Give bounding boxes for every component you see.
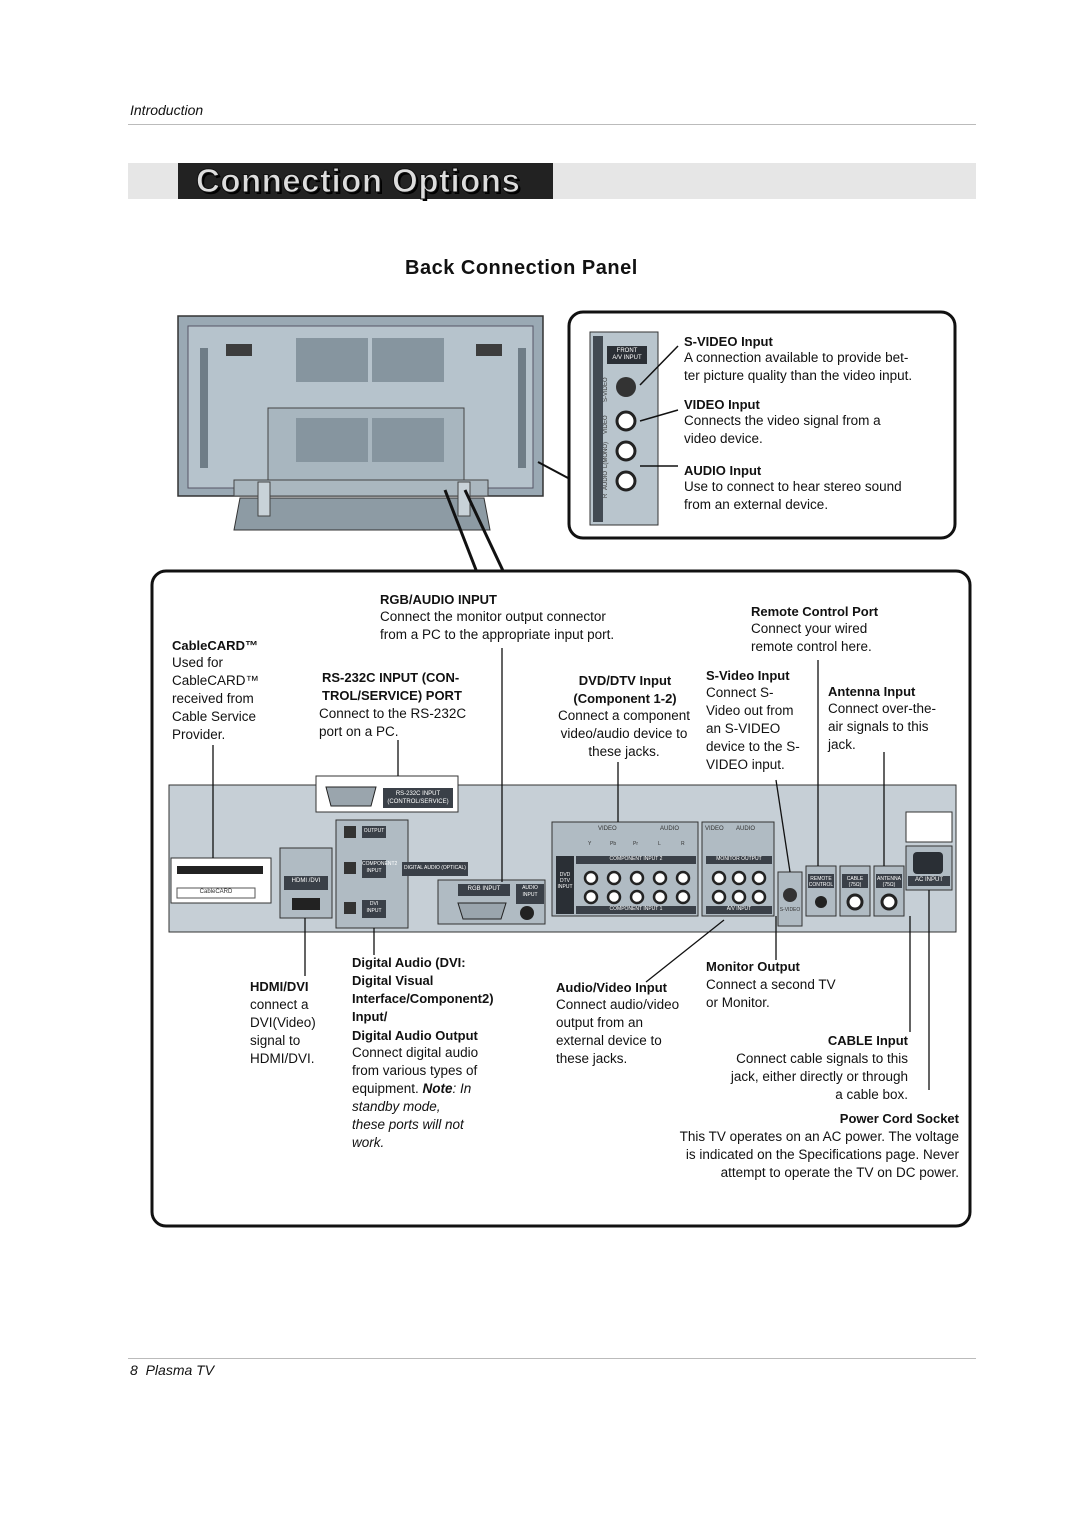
label-pb: Pb: [610, 841, 617, 847]
digital-audio-output-title: Digital Audio Output: [352, 1028, 478, 1043]
remote-port-desc: Connect your wired remote control here.: [751, 621, 872, 654]
svideo-input-desc: A connection available to provide bet- t…: [684, 350, 913, 383]
antenna-desc: Connect over-the- air signals to this ja…: [828, 701, 937, 752]
audio-input-port-label: AUDIO INPUT: [522, 885, 538, 898]
audio-input-desc: Use to connect to hear stereo sound from…: [684, 479, 902, 512]
digital-audio-title: Digital Audio (DVI: Digital Visual Inter…: [352, 955, 494, 1024]
footer: 8 Plasma TV: [130, 1362, 214, 1378]
av-input-desc: Connect audio/video output from an exter…: [556, 997, 680, 1066]
svideo-input-title: S-VIDEO Input: [684, 334, 773, 349]
svideo-rear-title: S-Video Input: [706, 668, 790, 683]
dvd-dtv-port-label: DVD DTV INPUT: [557, 872, 573, 890]
video-monitor-label: VIDEO: [705, 826, 724, 832]
video-input-desc: Connects the video signal from a video d…: [684, 413, 881, 446]
cable-input-title: CABLE Input: [827, 1033, 908, 1048]
remote-port-title: Remote Control Port: [751, 604, 879, 619]
rgb-audio-title: RGB/AUDIO INPUT: [380, 592, 497, 607]
footer-rule: [128, 1358, 976, 1359]
rs232c-title: RS-232C INPUT (CON- TROL/SERVICE) PORT: [322, 670, 462, 703]
front-av-input-label: FRONT A/V INPUT: [612, 348, 642, 361]
power-cord-desc: This TV operates on an AC power. The vol…: [679, 1129, 959, 1180]
title-box: [178, 163, 553, 199]
dvi-input-label: DVI INPUT: [366, 901, 382, 914]
power-cord-title: Power Cord Socket: [839, 1111, 959, 1126]
hdmi-dvi-desc: connect a DVI(Video) signal to HDMI/DVI.: [250, 997, 316, 1066]
footer-title: Plasma TV: [145, 1362, 215, 1378]
page-number: 8: [130, 1362, 138, 1378]
dvd-dtv-title: DVD/DTV Input (Component 1-2): [573, 673, 677, 706]
audio-port-label: AUDIO: [660, 826, 680, 832]
rgb-input-label: RGB INPUT: [467, 886, 501, 892]
svideo-port-label: S-VIDEO: [779, 907, 801, 913]
monitor-output-port-label: MONITOR OUTPUT: [716, 856, 762, 862]
front-side-label-audio: AUDIO: [603, 470, 609, 490]
cablecard-slot-label: CableCARD: [199, 889, 233, 895]
digital-audio-optical-label: DIGITAL AUDIO (OPTICAL): [404, 865, 466, 871]
front-side-label-video: VIDEO: [603, 415, 609, 434]
monitor-output-title: Monitor Output: [706, 959, 800, 974]
hdmi-dvi-port-label: HDMI /DVI: [291, 878, 321, 884]
component-input-2-label: COMPONENT INPUT 2: [609, 856, 663, 862]
av-input-title: Audio/Video Input: [556, 980, 667, 995]
audio-monitor-label: AUDIO: [736, 826, 756, 832]
rs232c-port-label: RS-232C INPUT (CONTROL/SERVICE): [387, 791, 449, 805]
tv-back-illustration: [177, 315, 544, 531]
note-text: : In standby mode, these ports will not …: [352, 1081, 472, 1150]
label-r: R: [681, 841, 685, 847]
video-input-title: VIDEO Input: [684, 397, 760, 412]
component-input-1-label: COMPONENT INPUT 1: [609, 906, 663, 912]
antenna-port-label: ANTENNA (75Ω): [877, 876, 901, 888]
digital-audio-desc: Connect digital audio from various types…: [352, 1045, 479, 1150]
audio-input-title: AUDIO Input: [684, 463, 762, 478]
front-side-label-r: R: [603, 493, 609, 498]
section-subtitle: Back Connection Panel: [405, 257, 638, 279]
rgb-audio-desc: Connect the monitor output connector fro…: [380, 609, 615, 642]
section-header: Introduction: [130, 102, 204, 118]
hdmi-dvi-title: HDMI/DVI: [250, 979, 309, 994]
antenna-title: Antenna Input: [828, 684, 916, 699]
rs232c-desc: Connect to the RS-232C port on a PC.: [319, 706, 467, 739]
page-title: Connection Options: [195, 162, 521, 199]
cablecard-title: CableCARD™: [172, 638, 258, 653]
remote-control-port-label: REMOTE CONTROL: [808, 876, 834, 888]
svideo-rear-desc: Connect S- Video out from an S-VIDEO dev…: [706, 685, 800, 772]
ac-input-label: AC INPUT: [914, 877, 943, 883]
component2-port-label: COMPONENT2 INPUT: [362, 861, 398, 874]
output-port-label: OUTPUT: [363, 828, 385, 834]
cable-port-label: CABLE (75Ω): [846, 876, 864, 888]
monitor-output-desc: Connect a second TV or Monitor.: [706, 977, 836, 1010]
header-rule: [128, 124, 976, 125]
front-side-label-lmono: L(MONO): [603, 442, 609, 468]
av-input-port-label: A/V INPUT: [726, 906, 752, 912]
label-y: Y: [588, 841, 592, 847]
label-l: L: [658, 841, 661, 847]
front-side-label-svideo: S-VIDEO: [603, 377, 609, 402]
cable-input-desc: Connect cable signals to this jack, eith…: [730, 1051, 908, 1102]
note-label: Note: [422, 1081, 453, 1096]
cablecard-desc: Used for CableCARD™ received from Cable …: [172, 655, 260, 742]
video-port-label: VIDEO: [598, 826, 617, 832]
dvd-dtv-desc: Connect a component video/audio device t…: [557, 708, 691, 759]
label-pr: Pr: [633, 841, 638, 847]
